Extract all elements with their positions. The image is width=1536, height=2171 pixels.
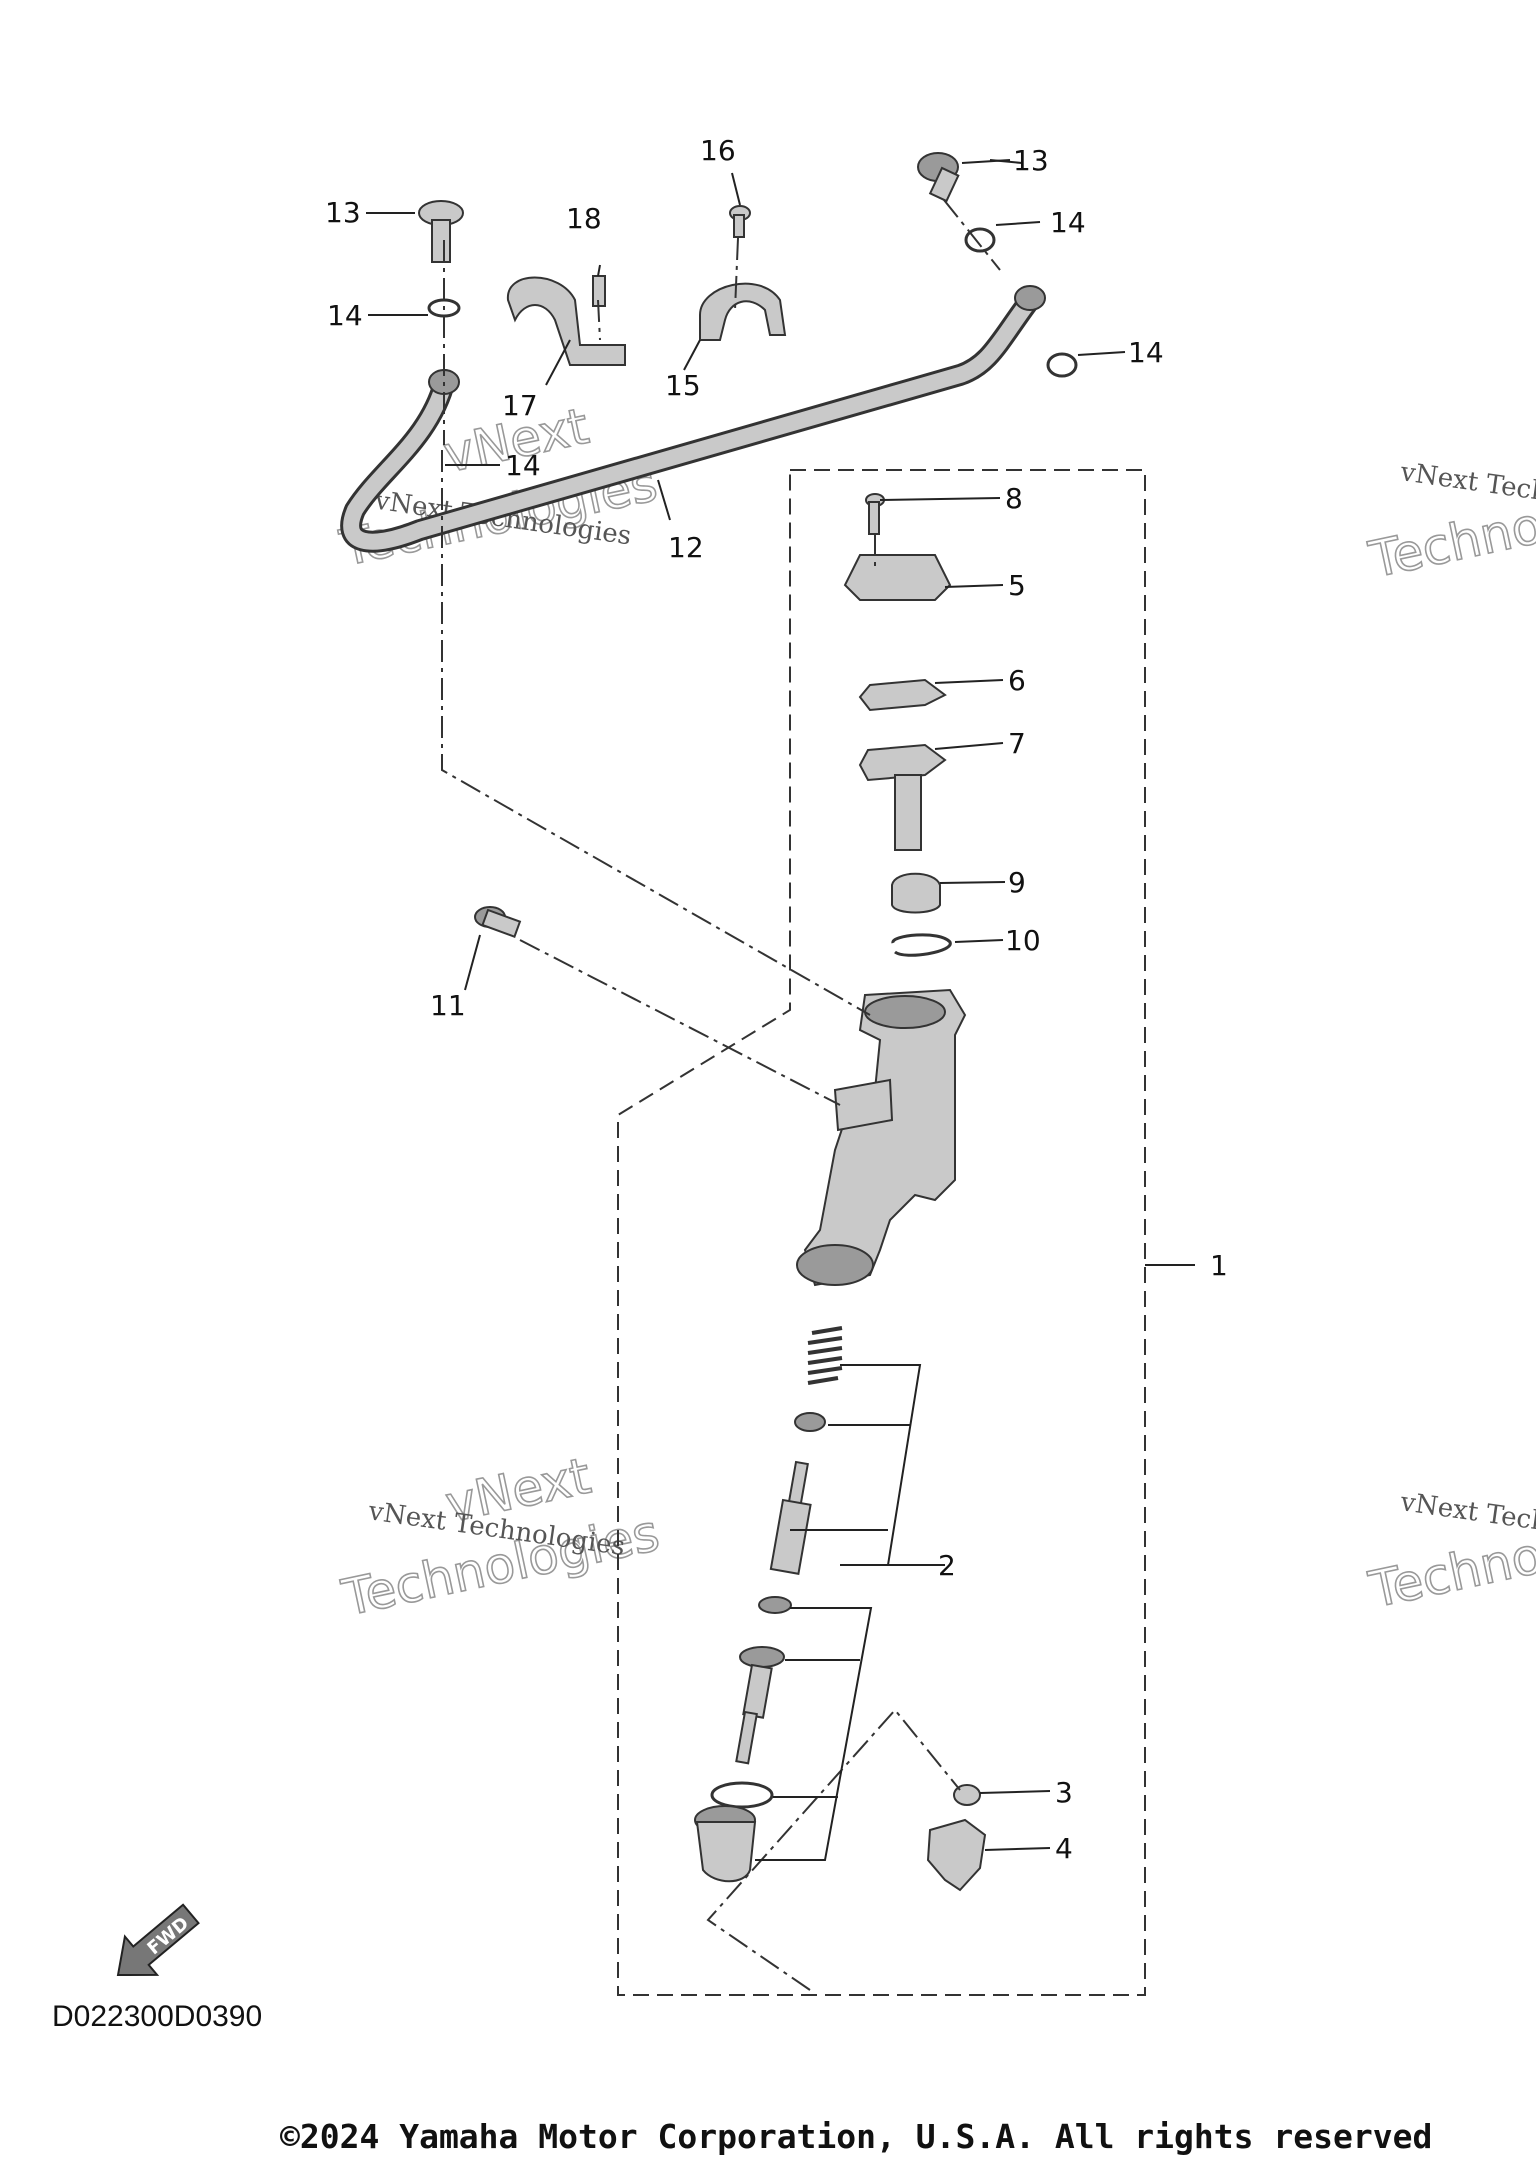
- float-9: [891, 872, 941, 914]
- callout-14-right-top: 14: [1050, 206, 1086, 239]
- callout-16: 16: [700, 134, 736, 167]
- watermark-right-bottom: Technologies vNext Technologies: [1363, 1487, 1536, 1620]
- bolt-11: [474, 906, 522, 938]
- cup-primary: [794, 1412, 826, 1432]
- spring: [807, 1326, 843, 1385]
- watermark-right-top: Technologies vNext Technologies: [1363, 457, 1536, 590]
- copyright-notice: ©2024 Yamaha Motor Corporation, U.S.A. A…: [280, 2117, 1433, 2156]
- brake-hose: [340, 285, 1046, 553]
- washer-right-bottom: [1046, 352, 1078, 378]
- callout-11: 11: [430, 989, 466, 1022]
- nut-3: [953, 1784, 981, 1806]
- watermark-left-bottom: Technologies vNext vNext Technologies: [336, 1446, 665, 1628]
- boot: [694, 1805, 757, 1883]
- callout-15: 15: [665, 369, 701, 402]
- cap-plate-6: [858, 678, 947, 712]
- callout-13-left: 13: [325, 196, 361, 229]
- callout-7: 7: [1008, 727, 1026, 760]
- callout-17: 17: [502, 389, 538, 422]
- clevis-4: [926, 1818, 987, 1892]
- cup-secondary: [758, 1596, 792, 1614]
- callout-12: 12: [668, 531, 704, 564]
- connection-lines: [441, 199, 1001, 1991]
- piston: [769, 1460, 812, 1575]
- callout-14-left-top: 14: [327, 299, 363, 332]
- callout-2: 2: [938, 1549, 956, 1582]
- hose-clamp-15: [699, 282, 787, 341]
- washer-right-top: [964, 227, 996, 253]
- callout-13-right: 13: [1013, 144, 1049, 177]
- diagram-code: D022300D0390: [52, 2000, 263, 2033]
- callout-9: 9: [1008, 866, 1026, 899]
- diaphragm-7: [858, 743, 947, 851]
- fwd-arrow-icon: FWD: [116, 1903, 200, 1977]
- callout-14-right-bottom: 14: [1128, 336, 1164, 369]
- callout-4: 4: [1055, 1832, 1073, 1865]
- union-bolt-left: [418, 200, 464, 263]
- callout-10: 10: [1005, 924, 1041, 957]
- screw-16: [729, 205, 751, 238]
- callout-18: 18: [566, 202, 602, 235]
- union-bolt-right: [917, 152, 960, 203]
- callout-5: 5: [1008, 569, 1026, 602]
- leader-lines: [366, 159, 1195, 1861]
- callout-1: 1: [1210, 1249, 1228, 1282]
- callout-14-left-hose: 14: [505, 449, 541, 482]
- master-cylinder-body: [796, 988, 967, 1287]
- circlip-10: [891, 933, 952, 957]
- callout-8: 8: [1005, 482, 1023, 515]
- reservoir-cap-5: [843, 554, 952, 601]
- callout-6: 6: [1008, 664, 1026, 697]
- callouts: 1 2 3 4 5 6 7 8 9 10 11 12 13 13 14 14 1…: [325, 134, 1228, 1865]
- hose-clamp-17: [506, 276, 626, 366]
- push-rod: [735, 1646, 785, 1765]
- snap-ring: [710, 1781, 774, 1809]
- callout-3: 3: [1055, 1776, 1073, 1809]
- assembly-outline: [617, 469, 1146, 1996]
